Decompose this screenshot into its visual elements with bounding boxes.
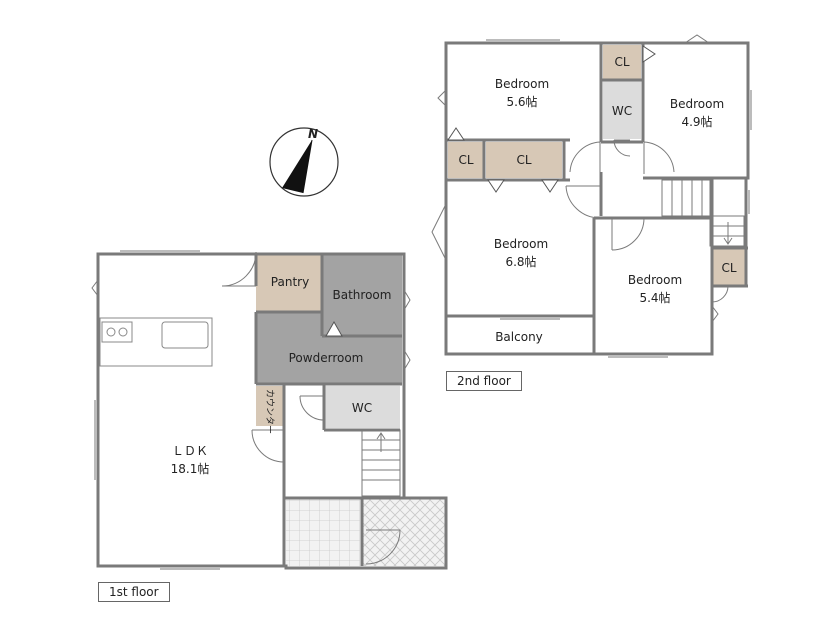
cl-mid-label: CL <box>516 153 531 167</box>
wc-area <box>324 386 400 428</box>
bedroom-a-size: 5.6帖 <box>506 94 537 109</box>
first-floor-plan <box>91 250 448 570</box>
bedroom-c-size: 6.8帖 <box>505 254 536 269</box>
pantry-area <box>256 254 322 312</box>
pantry-label: Pantry <box>271 275 309 289</box>
bedroom-b-label: Bedroom <box>670 97 724 111</box>
window-b <box>684 34 710 44</box>
second-floor-plan <box>431 34 752 358</box>
bedroom-d-size: 5.4帖 <box>639 290 670 305</box>
counter-area <box>256 386 284 426</box>
second-floor-outer-wall <box>444 41 750 356</box>
window-c <box>431 203 447 261</box>
first-floor-wc-label: WC <box>352 401 372 415</box>
balcony-label: Balcony <box>495 330 543 344</box>
first-floor-stairs <box>361 429 401 497</box>
bedroom-d-door <box>611 217 645 251</box>
second-floor-stairs <box>661 179 745 247</box>
cl-left-label: CL <box>458 153 473 167</box>
entrance-door <box>365 529 401 565</box>
porch-tile <box>362 498 446 566</box>
window-a <box>437 89 447 107</box>
bedroom-c-door <box>565 185 601 219</box>
cl-right-door <box>711 285 729 303</box>
bedroom-b-door <box>643 141 675 174</box>
bath-door-marker <box>325 320 343 337</box>
bedroom-c-label: Bedroom <box>494 237 548 251</box>
counter-label: カウンター <box>264 389 275 434</box>
cl-left-area <box>448 142 484 178</box>
bathroom-label: Bathroom <box>333 288 392 302</box>
cl-top-area <box>603 45 641 79</box>
kitchen-counter <box>99 317 213 367</box>
cl-top-label: CL <box>614 55 629 69</box>
bath-window <box>403 289 411 311</box>
wc-2f-area <box>603 81 641 139</box>
bedroom-a-label: Bedroom <box>495 77 549 91</box>
ldk-window-left <box>91 279 99 297</box>
powderroom-label: Powderroom <box>289 351 364 365</box>
first-floor-tag: 1st floor <box>98 582 170 602</box>
cl-mid-area <box>486 142 562 178</box>
second-floor-wc-label: WC <box>612 104 632 118</box>
cl-right-area <box>712 248 746 286</box>
second-floor-tag: 2nd floor <box>446 371 522 391</box>
cl-right-label: CL <box>721 261 736 275</box>
bedroom-d-label: Bedroom <box>628 273 682 287</box>
first-floor-outer-wall <box>96 252 448 570</box>
entrance-tile <box>286 498 360 566</box>
wc-door <box>299 395 325 421</box>
powderroom-area <box>256 312 402 384</box>
bedroom-a-door <box>569 141 601 174</box>
pantry-door <box>221 251 257 287</box>
powder-window <box>403 349 411 371</box>
ldk-size: 18.1帖 <box>171 461 210 476</box>
compass-needle <box>282 140 312 193</box>
wc-2f-door <box>613 139 631 157</box>
compass-north-label: N <box>308 127 318 141</box>
ldk-label: ＬＤＫ <box>172 444 208 458</box>
ldk-door <box>251 429 285 463</box>
bedroom-b-size: 4.9帖 <box>681 114 712 129</box>
compass: N <box>269 127 339 197</box>
